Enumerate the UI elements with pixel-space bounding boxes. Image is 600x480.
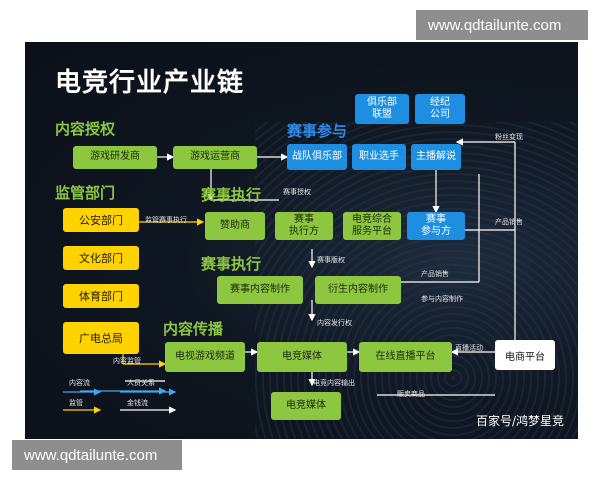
- legend-content-flow: 内容流: [69, 379, 90, 387]
- section-event-exec-2: 赛事执行: [201, 255, 262, 273]
- diagram-title: 电竞行业产业链: [55, 68, 245, 98]
- credit-text: 百家号/鸿梦星竞: [475, 414, 564, 428]
- node-radio-tv: 广电总局: [63, 322, 139, 354]
- node-ecommerce: 电商平台: [495, 340, 555, 370]
- node-club: 战队俱乐部: [287, 144, 347, 170]
- section-content-auth: 内容授权: [55, 120, 116, 138]
- label-fan-monetization: 粉丝变现: [495, 133, 523, 141]
- legend-money-flow: 金钱流: [127, 399, 148, 407]
- label-reg-exec: 监管赛事执行: [145, 216, 187, 224]
- label-product-sales-2: 产品销售: [421, 270, 449, 278]
- node-culture: 文化部门: [63, 246, 139, 270]
- label-merch-sales: 贩卖商品: [397, 390, 425, 398]
- node-esports-media-2: 电竞媒体: [271, 392, 341, 420]
- node-sponsor: 赞助商: [205, 212, 265, 240]
- section-distribution: 内容传播: [163, 320, 224, 338]
- connector-lines: [63, 138, 516, 414]
- label-live-activity: 直播活动: [455, 344, 483, 352]
- node-derivative-content: 衍生内容制作: [315, 276, 401, 304]
- node-club-alliance: 俱乐部 联盟: [355, 94, 409, 124]
- section-regulators: 监管部门: [55, 184, 116, 202]
- label-content-participation: 参与内容制作: [421, 295, 463, 303]
- node-agency: 经纪 公司: [415, 94, 465, 124]
- watermark-bottom: www.qdtailunte.com: [12, 440, 182, 470]
- section-participation: 赛事参与: [287, 122, 348, 140]
- node-esports-platform: 电竞综合 服务平台: [343, 212, 401, 240]
- label-content-output: 电竞内容输出: [313, 379, 355, 387]
- node-game-operator: 游戏运营商: [173, 146, 257, 169]
- node-live-platform: 在线直播平台: [359, 342, 452, 372]
- node-caster: 主播解说: [411, 144, 461, 170]
- section-event-exec-1: 赛事执行: [201, 186, 262, 204]
- node-police: 公安部门: [63, 208, 139, 232]
- legend-personnel: 人员关系: [127, 379, 155, 387]
- label-event-copyright: 赛事版权: [317, 256, 345, 264]
- legend-regulation: 监管: [69, 399, 83, 407]
- label-content-reg: 内容监管: [113, 357, 141, 365]
- node-sports: 体育部门: [63, 284, 139, 308]
- node-event-content: 赛事内容制作: [217, 276, 303, 304]
- label-content-distribution-right: 内容发行权: [317, 319, 352, 327]
- node-event-party: 赛事 参与方: [407, 212, 465, 240]
- label-event-auth: 赛事授权: [283, 188, 311, 196]
- node-esports-media: 电竞媒体: [257, 342, 347, 372]
- watermark-top: www.qdtailunte.com: [416, 10, 588, 40]
- node-pro-player: 职业选手: [352, 144, 406, 170]
- diagram-panel: 电竞行业产业链 内容授权 监管部门 赛事执行 赛事执行 赛事参与 内容传播 游戏…: [25, 42, 578, 439]
- label-product-sales-1: 产品销售: [495, 218, 523, 226]
- node-game-developer: 游戏研发商: [73, 146, 157, 169]
- node-tv-channel: 电视游戏频道: [165, 342, 245, 372]
- node-event-exec-party: 赛事 执行方: [275, 212, 333, 240]
